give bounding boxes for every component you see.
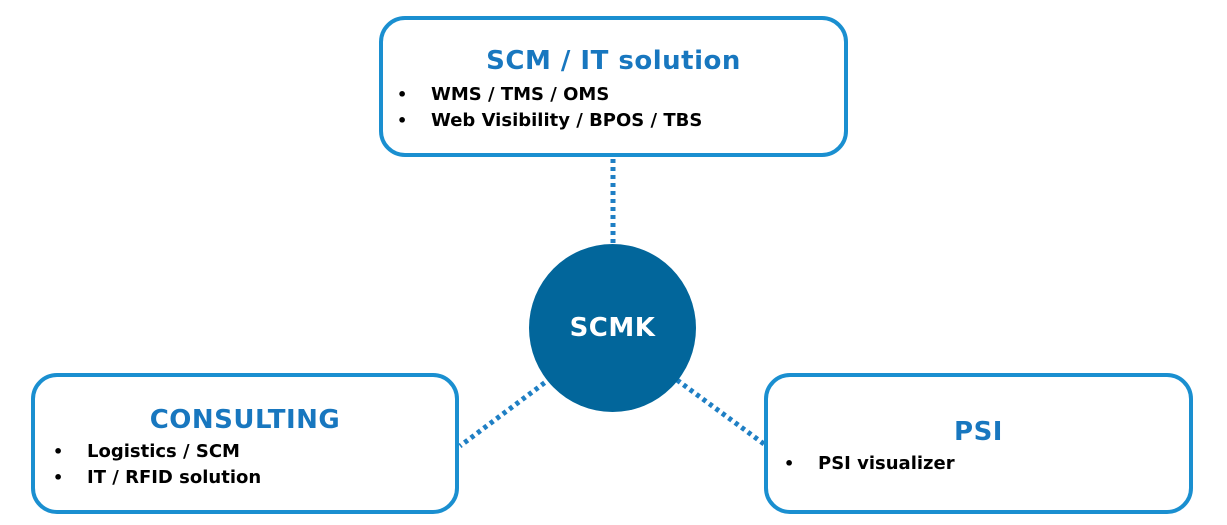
list-item: IT / RFID solution [53, 465, 261, 491]
connector-consulting [458, 375, 553, 449]
scm-it-solution-title: SCM / IT solution [486, 46, 741, 76]
list-item: Web Visibility / BPOS / TBS [397, 108, 702, 134]
list-item: PSI visualizer [784, 451, 955, 477]
list-item: Logistics / SCM [53, 439, 261, 465]
psi-title: PSI [954, 417, 1003, 447]
psi-box: PSI PSI visualizer [764, 373, 1193, 514]
connector-psi [675, 377, 766, 447]
scm-it-solution-box: SCM / IT solution WMS / TMS / OMS Web Vi… [379, 16, 848, 157]
center-node-circle: SCMK [529, 244, 696, 412]
consulting-list: Logistics / SCM IT / RFID solution [53, 439, 261, 491]
list-item: WMS / TMS / OMS [397, 82, 702, 108]
center-node-label: SCMK [569, 313, 656, 343]
psi-list: PSI visualizer [784, 451, 955, 477]
scm-it-solution-list: WMS / TMS / OMS Web Visibility / BPOS / … [397, 82, 702, 134]
consulting-title: CONSULTING [149, 405, 341, 435]
consulting-box: CONSULTING Logistics / SCM IT / RFID sol… [31, 373, 459, 514]
